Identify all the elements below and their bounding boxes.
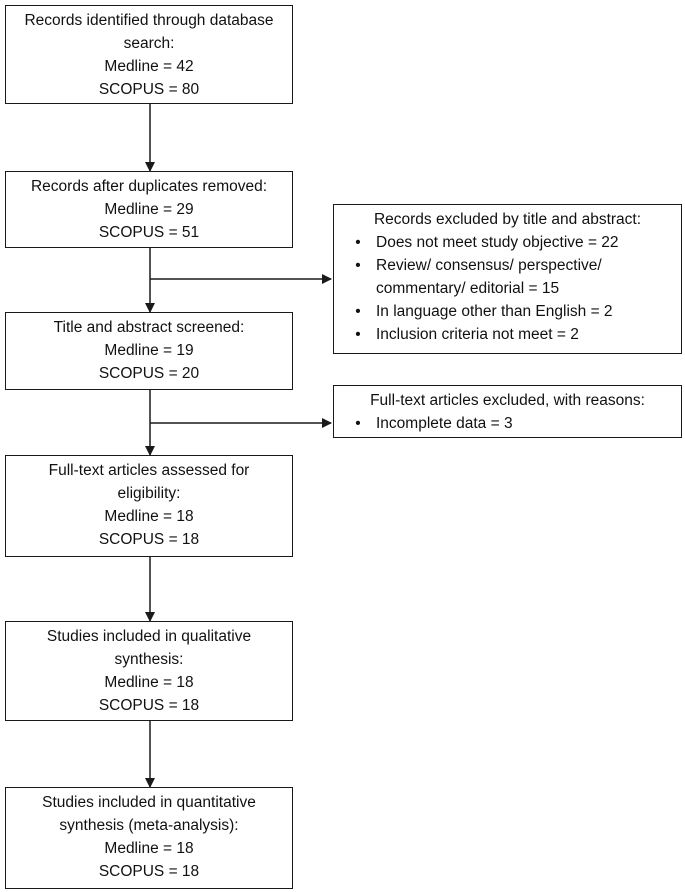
title-abstract-exclusion-box: Records excluded by title and abstract: … [333,204,682,354]
title-abstract-screened-box: Title and abstract screened: Medline = 19… [5,312,293,390]
full-text-exclusion-list: • Incomplete data = 3 [334,412,681,435]
box-text-line: Studies included in qualitative [46,628,252,645]
exclusion-reason: • In language other than English = 2 [334,300,681,323]
full-text-assessed-box: Full-text articles assessed for eligibili… [5,455,293,557]
box-text-line: Medline = 29 [104,201,194,218]
exclusion-reason-text: commentary/ editorial = 15 [376,280,560,297]
duplicates-removed-box: Records after duplicates removed: Medline… [5,171,293,248]
exclusion-reason: • Does not meet study objective = 22 [334,231,681,254]
box-text-line: SCOPUS = 20 [98,365,200,382]
records-identified-box: Records identified through database searc… [5,5,293,104]
exclusion-reason: • Review/ consensus/ perspective/commenta… [334,254,681,300]
box-text-line: search: [123,35,175,52]
bullet-icon: • [355,415,361,432]
exclusion-reason: • Inclusion criteria not meet = 2 [334,323,681,346]
title-abstract-exclusion-list: • Does not meet study objective = 22 • Revi… [334,231,681,346]
box-text-line: SCOPUS = 18 [98,863,200,880]
title-abstract-exclusion-title: Records excluded by title and abstract: [373,211,642,228]
bullet-icon: • [355,303,361,320]
exclusion-reason-text: Does not meet study objective = 22 [376,234,619,251]
box-text-line: SCOPUS = 18 [98,531,200,548]
box-text-line: Full-text articles assessed for [48,462,250,479]
full-text-exclusion-title: Full-text articles excluded, with reason… [370,392,645,409]
box-text-line: synthesis: [114,651,184,668]
qualitative-synthesis-box: Studies included in qualitative synthesis… [5,621,293,721]
box-text-line: Records identified through database [24,12,274,29]
box-text-line: Medline = 19 [104,342,194,359]
box-text-line: SCOPUS = 51 [98,224,200,241]
box-text-line: Medline = 18 [104,840,194,857]
exclusion-reason: • Incomplete data = 3 [334,412,681,435]
box-text-line: synthesis (meta-analysis): [59,817,239,834]
exclusion-reason-text: In language other than English = 2 [376,303,613,320]
box-text-line: SCOPUS = 80 [98,81,200,98]
box-text-line: Medline = 42 [104,58,194,75]
exclusion-reason-text: Incomplete data = 3 [376,415,513,432]
exclusion-reason-text: Inclusion criteria not meet = 2 [376,326,579,343]
box-text-line: Medline = 18 [104,674,194,691]
box-text-line: Studies included in quantitative [42,794,256,811]
box-text-line: Title and abstract screened: [53,319,245,336]
quantitative-synthesis-box: Studies included in quantitative synthesi… [5,787,293,889]
bullet-icon: • [355,326,361,343]
box-text-line: SCOPUS = 18 [98,697,200,714]
bullet-icon: • [355,234,361,251]
exclusion-reason-text: Review/ consensus/ perspective/ [376,257,602,274]
bullet-icon: • [355,257,361,274]
box-text-line: Records after duplicates removed: [30,178,268,195]
box-text-line: Medline = 18 [104,508,194,525]
box-text-line: eligibility: [117,485,181,502]
full-text-exclusion-box: Full-text articles excluded, with reason… [333,385,682,438]
